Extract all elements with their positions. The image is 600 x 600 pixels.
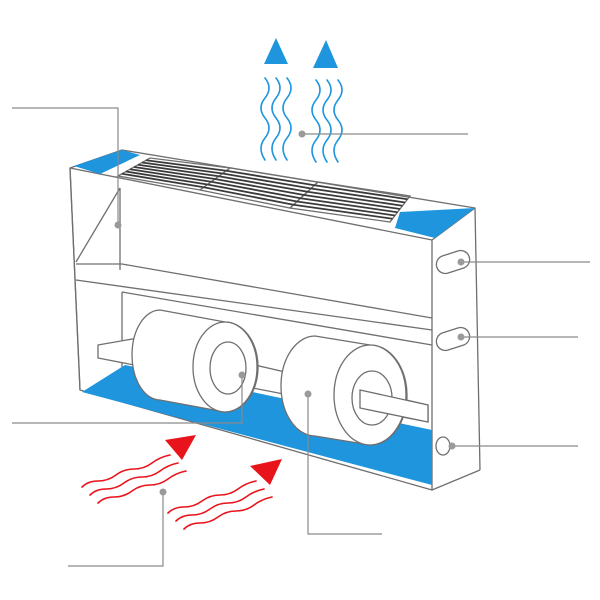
grille-slat xyxy=(125,170,208,186)
outlet-airflow xyxy=(260,38,343,163)
grille-slat xyxy=(211,180,301,200)
grille-slat xyxy=(145,159,227,172)
grille-slat xyxy=(141,161,223,175)
callout-lower-pipe-connection xyxy=(457,333,578,341)
grille-slat xyxy=(222,172,312,190)
diagonal-arrow-icon xyxy=(250,459,282,485)
top-right-blue-panel xyxy=(395,208,475,238)
grille-slat xyxy=(218,175,308,193)
upper-pipe-slot xyxy=(435,249,471,275)
callout-warm-air-outlet xyxy=(298,130,468,138)
grille-slat xyxy=(293,203,393,220)
callout-leaders xyxy=(12,107,590,567)
grille-slat xyxy=(307,190,403,207)
grille-slat xyxy=(137,163,219,178)
up-arrow-icon xyxy=(313,40,338,68)
grille-slat xyxy=(226,169,315,187)
lower-pipe-slot xyxy=(435,326,471,352)
diagonal-arrow-icon xyxy=(165,435,196,460)
drain-port xyxy=(435,436,451,456)
top-grilles xyxy=(116,157,412,223)
grille-slat xyxy=(133,166,216,180)
callout-housing xyxy=(12,107,122,229)
grille-slat xyxy=(303,194,401,210)
cabinet-right-edge xyxy=(474,207,481,471)
callout-upper-pipe-connection xyxy=(457,258,590,266)
callout-cold-air-inlet xyxy=(68,488,167,567)
callout-drain xyxy=(448,442,578,450)
fan-wheel-right xyxy=(280,335,408,446)
callout-fan-wheel xyxy=(304,390,382,535)
grille-slat xyxy=(310,187,406,204)
cabinet xyxy=(69,149,481,491)
grille-slat xyxy=(214,178,305,196)
grille-slat xyxy=(314,184,408,201)
callout-motor-shaft xyxy=(12,371,246,424)
pipe-connections xyxy=(435,249,471,456)
inlet-airflow xyxy=(81,435,282,530)
grille-slat xyxy=(203,186,294,206)
grille-slat xyxy=(121,172,204,189)
fan-wheel-left xyxy=(131,309,259,413)
grille-slat xyxy=(207,183,298,203)
grille-slat xyxy=(296,200,396,217)
top-left-blue-panel xyxy=(74,150,140,174)
grille-slat xyxy=(300,197,398,214)
grille-slat xyxy=(129,168,212,183)
up-arrow-icon xyxy=(264,38,288,64)
